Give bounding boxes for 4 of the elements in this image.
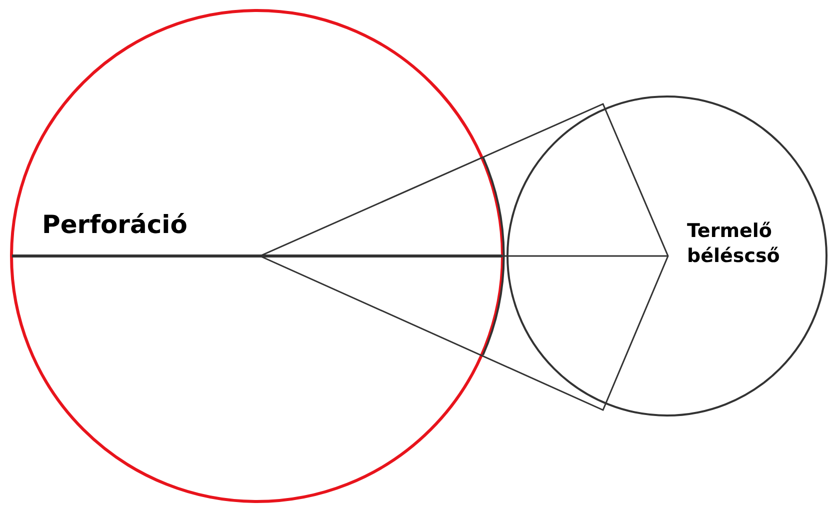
circle-label: Termelő béléscső (687, 219, 781, 268)
circle-label: Perforáció (42, 209, 188, 241)
circle-outline (506, 95, 828, 417)
circle-outline (10, 9, 504, 503)
